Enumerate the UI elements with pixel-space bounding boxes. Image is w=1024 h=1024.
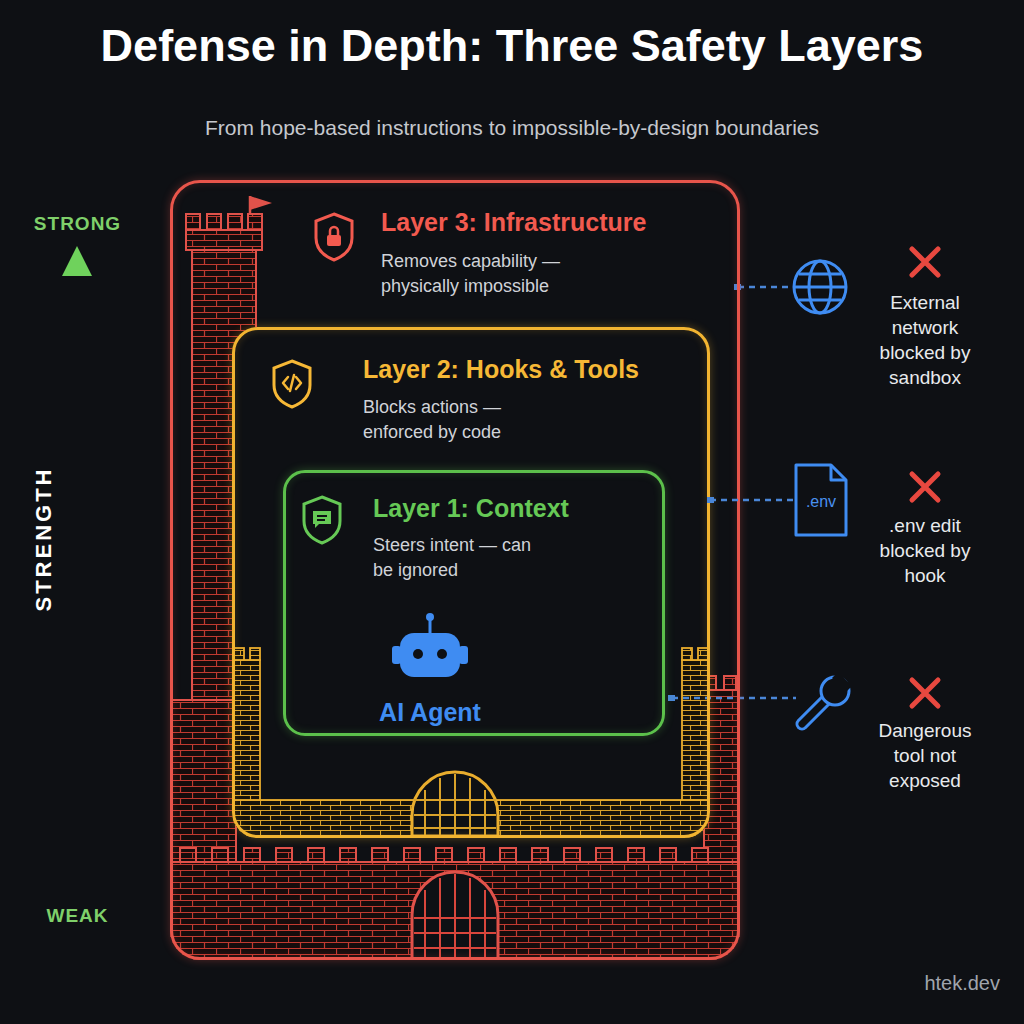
robot-eye [437,649,447,659]
merlon [628,848,644,862]
wrench-icon [802,672,852,724]
blocked-note: .env edit blocked by hook [870,513,980,588]
robot-head [400,633,460,677]
x-mark [912,680,938,706]
red-castle [170,214,740,960]
layer-description: Removes capability — physically impossib… [381,249,631,299]
shield-outline [304,497,340,543]
file-fold [831,465,846,480]
layer2-backdrop [232,327,710,838]
axis-title: STRENGTH [29,454,59,624]
strength-shaft [75,272,80,892]
merlon [308,848,324,862]
x-mark [912,249,938,275]
merlon [248,214,262,230]
axis-end-label: STRONG [25,212,130,236]
robot-ear [392,646,401,664]
layer-description: Blocks actions — enforced by code [363,395,563,445]
wrench-handle-inner [802,700,826,724]
layer-heading: Layer 3: Infrastructure [381,207,711,237]
x-mark [912,474,938,500]
globe-outline [794,261,846,313]
robot-eye [413,649,423,659]
layer-description: Steers intent — can be ignored [373,533,538,583]
merlon [532,848,548,862]
layer1-backdrop [283,470,665,736]
chat-bubble [313,511,331,528]
lock-body [327,235,341,246]
wrench-handle [802,700,826,724]
blocked-note: External network blocked by sandbox [870,290,980,390]
merlon [234,648,244,660]
dashed-connector [710,499,793,502]
leader-line [738,286,792,289]
merlon [340,848,356,862]
merlon [212,848,228,862]
layer-heading: Layer 1: Context [373,493,653,523]
merlon [596,848,612,862]
merlon [404,848,420,862]
layer-box: Layer 2: Hooks & ToolsBlocks actions — e… [232,327,710,838]
merlon [660,848,676,862]
globe-parallels [794,274,846,300]
axis-end-label: WEAK [25,904,130,928]
leader-line [672,697,796,700]
strength-arrow [62,246,92,892]
code-shield-icon [274,361,310,407]
merlon [180,848,196,862]
lock-shackle [330,227,338,235]
merlon [244,848,260,862]
merlon [564,848,580,862]
agent-label: AI Agent [350,697,510,727]
connector-dot [707,497,714,503]
chat-lines [317,516,327,520]
tower-ring [186,230,262,250]
merlon [250,648,260,660]
watermark: htek.dev [860,970,1000,996]
code-glyph [283,375,301,391]
wrench-jaw-gap [832,672,852,692]
merlon [500,848,516,862]
red-gate [412,872,498,960]
robot-icon [392,613,468,677]
merlon [468,848,484,862]
chat-shield-icon [304,497,340,543]
yellow-gate [412,772,498,836]
flag [250,196,272,210]
merlon [228,214,242,230]
merlon [207,214,221,230]
merlon [724,676,736,690]
robot-antenna [429,620,432,633]
strength-arrowhead [62,246,92,276]
merlon [692,848,708,862]
layer-box: Layer 3: InfrastructureRemoves capabilit… [170,180,740,960]
layer-box: Layer 1: ContextSteers intent — can be i… [283,470,665,736]
leader-lines [672,287,796,698]
file-name: .env [793,492,849,512]
diagram-title: Defense in Depth: Three Safety Layers [0,18,1024,74]
merlon [436,848,452,862]
merlon [186,214,200,230]
blocked-note: Dangerous tool not exposed [870,718,980,793]
leader-dot [668,695,675,701]
diagram-subtitle: From hope-based instructions to impossib… [0,114,1024,142]
yellow-portcullis [414,774,496,836]
shield-outline [274,361,310,407]
merlon [372,848,388,862]
merlon [276,848,292,862]
layer-heading: Layer 2: Hooks & Tools [363,354,693,384]
bottom-wall [170,862,740,960]
robot-antenna-tip [426,613,434,621]
file-icon: .env [793,462,849,538]
merlon [682,648,692,660]
robot-ear [459,646,468,664]
red-portcullis [414,874,496,960]
shield-outline [316,214,352,260]
lock-shield-icon [316,214,352,260]
merlon [698,648,708,660]
globe-icon [794,261,846,313]
